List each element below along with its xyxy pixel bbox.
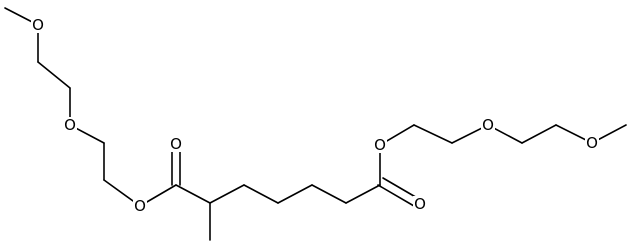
- bond: [243, 184, 279, 204]
- atom-o-ester-left: O: [133, 197, 147, 215]
- bond: [377, 184, 415, 207]
- atom-o-carbonyl-left: O: [169, 135, 183, 153]
- atom-o-ether-right-2: O: [585, 134, 599, 152]
- atom-o-ether-right-1: O: [481, 116, 495, 134]
- svg-text:O: O: [64, 116, 76, 134]
- svg-text:O: O: [482, 116, 494, 134]
- atom-o-ether-top-left: O: [31, 16, 45, 34]
- svg-text:O: O: [134, 197, 146, 215]
- svg-text:O: O: [32, 16, 44, 34]
- bond-lines: [4, 7, 627, 241]
- bond: [311, 184, 347, 204]
- bond: [413, 124, 453, 144]
- atom-o-ester-right: O: [373, 136, 387, 154]
- svg-text:O: O: [374, 136, 386, 154]
- bond: [175, 184, 211, 204]
- bond: [345, 184, 381, 204]
- atom-labels: O O O O O O O O: [31, 16, 599, 215]
- bond: [277, 184, 313, 204]
- svg-text:O: O: [414, 195, 426, 213]
- bond: [382, 177, 420, 200]
- bond: [209, 184, 245, 204]
- bond: [37, 61, 71, 89]
- atom-o-ether-left: O: [63, 116, 77, 134]
- bond: [521, 124, 557, 144]
- svg-text:O: O: [170, 135, 182, 153]
- atom-o-carbonyl-right: O: [413, 195, 427, 213]
- svg-text:O: O: [586, 134, 598, 152]
